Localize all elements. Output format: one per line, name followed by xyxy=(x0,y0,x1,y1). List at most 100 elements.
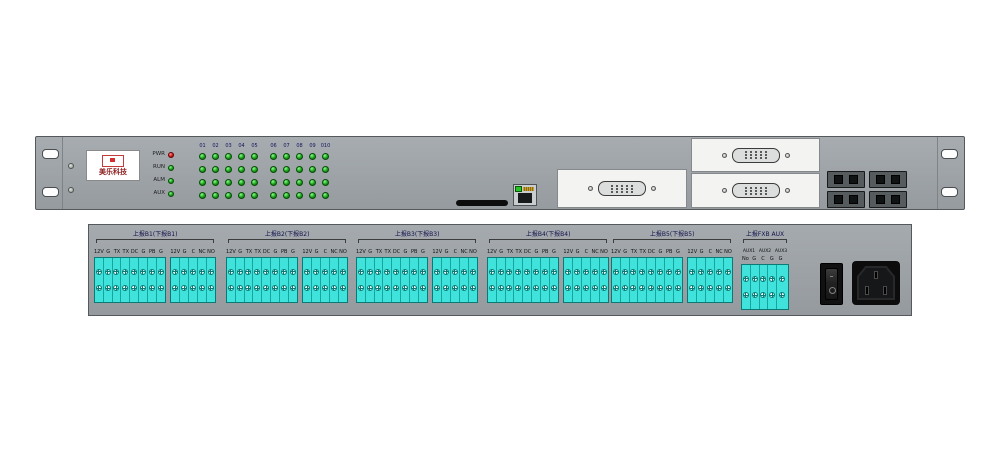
terminal-label: TX xyxy=(375,249,383,255)
db15-shell xyxy=(731,147,780,163)
terminal xyxy=(312,258,321,302)
channel-led xyxy=(199,166,206,173)
group-bracket xyxy=(358,239,477,243)
terminal-label: TX xyxy=(515,249,523,255)
screw-terminal xyxy=(289,268,296,275)
terminal-label: G xyxy=(291,249,295,255)
screw-terminal xyxy=(621,285,628,292)
terminal-label: DC xyxy=(392,249,401,255)
status-led-row: RUN xyxy=(148,161,174,174)
db15-pin xyxy=(744,186,747,189)
screw-terminal xyxy=(689,285,696,292)
channel-led xyxy=(309,166,316,173)
terminal xyxy=(541,258,550,302)
terminal-label: G xyxy=(676,249,680,255)
db15-module-3 xyxy=(691,173,820,208)
screw-terminal xyxy=(565,285,572,292)
terminal xyxy=(121,258,131,302)
terminal xyxy=(523,258,532,302)
screw-terminal xyxy=(280,285,287,292)
screw-terminal xyxy=(254,285,261,292)
terminal xyxy=(419,258,428,302)
screw-terminal xyxy=(648,268,655,275)
terminal xyxy=(289,258,298,302)
db15-pin xyxy=(626,184,628,187)
terminal-label: G xyxy=(534,249,539,255)
screw-terminal xyxy=(366,285,373,292)
screw-terminal xyxy=(263,268,270,275)
screw-terminal xyxy=(550,285,557,292)
terminal-label: C xyxy=(191,249,196,255)
screw-terminal xyxy=(245,268,252,275)
terminal xyxy=(198,258,207,302)
terminal-block xyxy=(94,257,167,303)
terminal-label: 12V xyxy=(687,249,698,255)
db15-pin xyxy=(631,190,633,193)
mount-hole xyxy=(941,149,958,159)
terminal xyxy=(674,258,683,302)
terminal xyxy=(451,258,460,302)
terminal xyxy=(621,258,630,302)
screw-terminal xyxy=(751,275,758,282)
screw-terminal xyxy=(434,285,441,292)
fiber-port-module xyxy=(869,171,907,188)
db15-pin xyxy=(744,151,747,153)
terminal xyxy=(253,258,263,302)
terminal-label: NO xyxy=(207,249,215,255)
terminal xyxy=(262,258,271,302)
terminal xyxy=(303,258,313,302)
channel-led xyxy=(238,166,245,173)
screw-terminal xyxy=(488,268,495,275)
screw-terminal xyxy=(497,285,504,292)
screw-terminal xyxy=(339,285,346,292)
terminal-label: NC xyxy=(330,249,338,255)
screw-terminal xyxy=(434,268,441,275)
screw-terminal xyxy=(401,268,408,275)
terminal-label: NO xyxy=(339,249,347,255)
screw-terminal xyxy=(236,285,243,292)
terminal-label: 12V xyxy=(487,249,497,255)
screw-terminal xyxy=(157,268,164,275)
terminal xyxy=(612,258,621,302)
channel-led xyxy=(309,179,316,186)
terminal xyxy=(600,258,609,302)
terminal xyxy=(497,258,506,302)
terminal-label: PB xyxy=(541,249,549,255)
terminal-label: PB xyxy=(280,249,288,255)
screw-terminal xyxy=(304,268,311,275)
channel-led xyxy=(283,179,290,186)
terminal-label: G xyxy=(444,249,449,255)
db15-pin xyxy=(759,151,762,153)
screw-terminal xyxy=(384,268,391,275)
terminal xyxy=(638,258,648,302)
group-bracket xyxy=(96,239,215,243)
screw-terminal xyxy=(689,268,696,275)
screw-terminal xyxy=(639,285,646,292)
terminal-label: C xyxy=(708,249,713,255)
screw-terminal xyxy=(751,292,758,299)
terminal-label: 12V xyxy=(226,249,236,255)
group-bracket xyxy=(489,239,608,243)
db15-pin xyxy=(744,154,747,156)
terminal-label: PB xyxy=(148,249,156,255)
channel-led xyxy=(199,192,206,199)
terminal-label: TX xyxy=(254,249,262,255)
terminal-group-title: 上报FXB AUX xyxy=(745,231,785,238)
screw-terminal xyxy=(656,268,663,275)
terminal-block xyxy=(170,257,217,303)
ethernet-contacts xyxy=(523,187,534,191)
channel-led xyxy=(296,166,303,173)
channel-number: 05 xyxy=(251,143,258,149)
channel-led-row xyxy=(196,176,332,189)
terminal-label: NC xyxy=(715,249,723,255)
screw-terminal xyxy=(591,285,598,292)
screw-terminal xyxy=(339,268,346,275)
